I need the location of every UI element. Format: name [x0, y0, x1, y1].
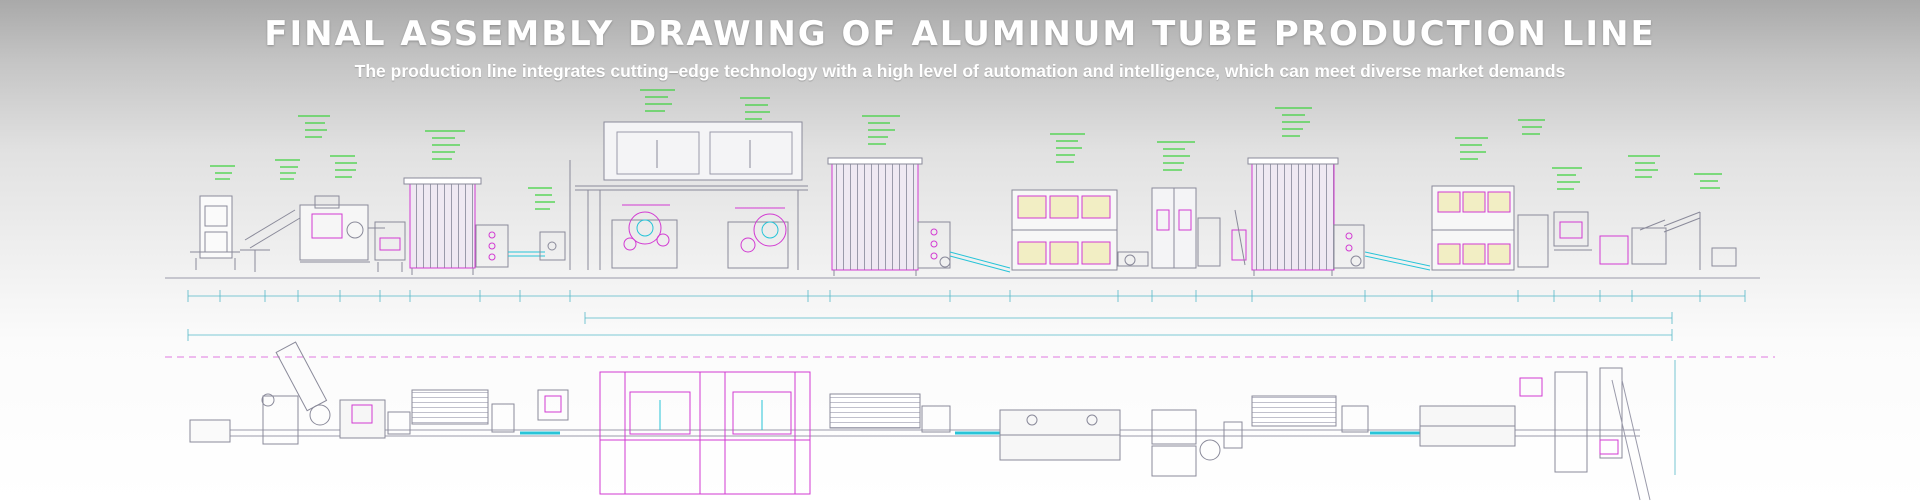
transfer-conveyor: [1117, 251, 1149, 267]
latex-oven: [1431, 185, 1515, 271]
oven-plan: [411, 389, 515, 433]
packing-machine: [1599, 211, 1737, 270]
cooling-unit: [917, 221, 951, 269]
spec-note: [1455, 137, 1488, 160]
page-title: FINAL ASSEMBLY DRAWING OF ALUMINUM TUBE …: [264, 14, 1656, 54]
chain-conveyor: [1364, 251, 1431, 271]
printing-machine: [727, 207, 789, 269]
extrusion-press: [299, 195, 385, 263]
spec-annotations: [210, 89, 1722, 210]
spec-note: [275, 159, 300, 180]
drying-oven: [1247, 157, 1339, 276]
spec-note: [1694, 173, 1722, 189]
spec-note: [330, 155, 357, 178]
chain-conveyor: [949, 251, 1011, 273]
capping-plan: [1151, 409, 1243, 477]
drying-oven: [827, 157, 923, 276]
spec-note: [1050, 133, 1085, 163]
spec-note: [210, 165, 235, 180]
spec-note: [298, 115, 330, 138]
slug-feeder-unit: [190, 195, 240, 270]
annealing-oven: [403, 177, 482, 275]
oven-plan: [1251, 395, 1369, 433]
slug-feeder-plan: [189, 341, 331, 445]
elevation-view: [165, 89, 1760, 341]
latex-oven-plan: [1419, 405, 1516, 447]
capping-machine: [1151, 187, 1247, 269]
page-subtitle: The production line integrates cutting–e…: [354, 61, 1566, 81]
trimmer-plan: [537, 389, 569, 421]
printing-frame-plan: [599, 371, 811, 495]
packing-plan: [1519, 360, 1676, 501]
oven-plan: [829, 393, 951, 433]
press-plan: [339, 399, 411, 439]
spec-note: [1628, 155, 1660, 178]
coating-oven-plan: [999, 409, 1121, 461]
trimming-machine: [374, 221, 406, 272]
spec-note: [1518, 119, 1545, 135]
spec-note: [528, 187, 555, 210]
dimension-chain: [187, 290, 1746, 341]
latex-lining-machine: [1517, 211, 1592, 268]
coating-oven: [1011, 189, 1118, 271]
spec-note: [640, 89, 675, 112]
spec-note: [1275, 107, 1312, 137]
spec-note: [862, 115, 900, 145]
spec-note: [1157, 141, 1195, 171]
spec-note: [1552, 167, 1582, 190]
spec-note: [740, 97, 770, 120]
cooling-unit: [1333, 224, 1365, 269]
plan-view: [189, 341, 1676, 501]
printing-frame: [569, 121, 808, 270]
spec-note: [425, 130, 465, 160]
printing-machine: [611, 204, 678, 269]
transfer-conveyor: [508, 231, 566, 261]
cooling-unit: [475, 224, 509, 268]
incline-conveyor: [240, 209, 301, 272]
